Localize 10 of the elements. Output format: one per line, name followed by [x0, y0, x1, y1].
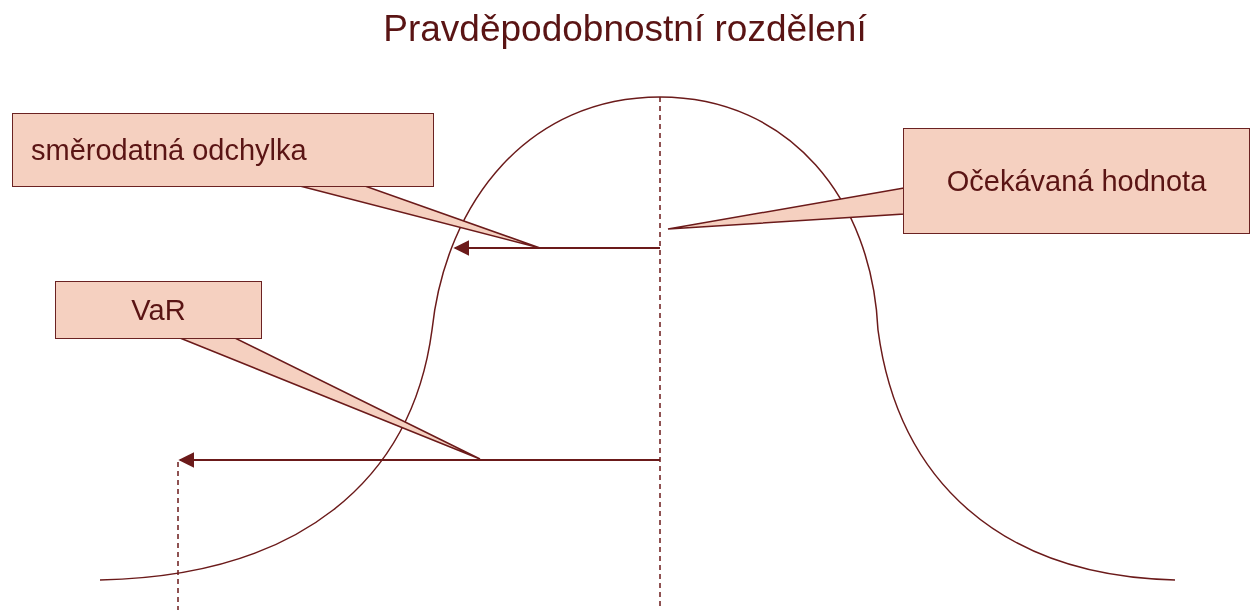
- callout-pointer: [179, 337, 481, 460]
- diagram-title: Pravděpodobnostní rozdělení: [383, 8, 867, 50]
- callout-text: Očekávaná hodnota: [946, 163, 1207, 199]
- measure-arrow: [453, 240, 661, 256]
- callout-text: VaR: [131, 292, 186, 328]
- callout-box: [903, 128, 1250, 234]
- callout-text: směrodatná odchylka: [31, 132, 307, 168]
- callout-pointer: [667, 187, 905, 230]
- measure-arrow: [178, 452, 661, 468]
- callout-box: [55, 281, 262, 339]
